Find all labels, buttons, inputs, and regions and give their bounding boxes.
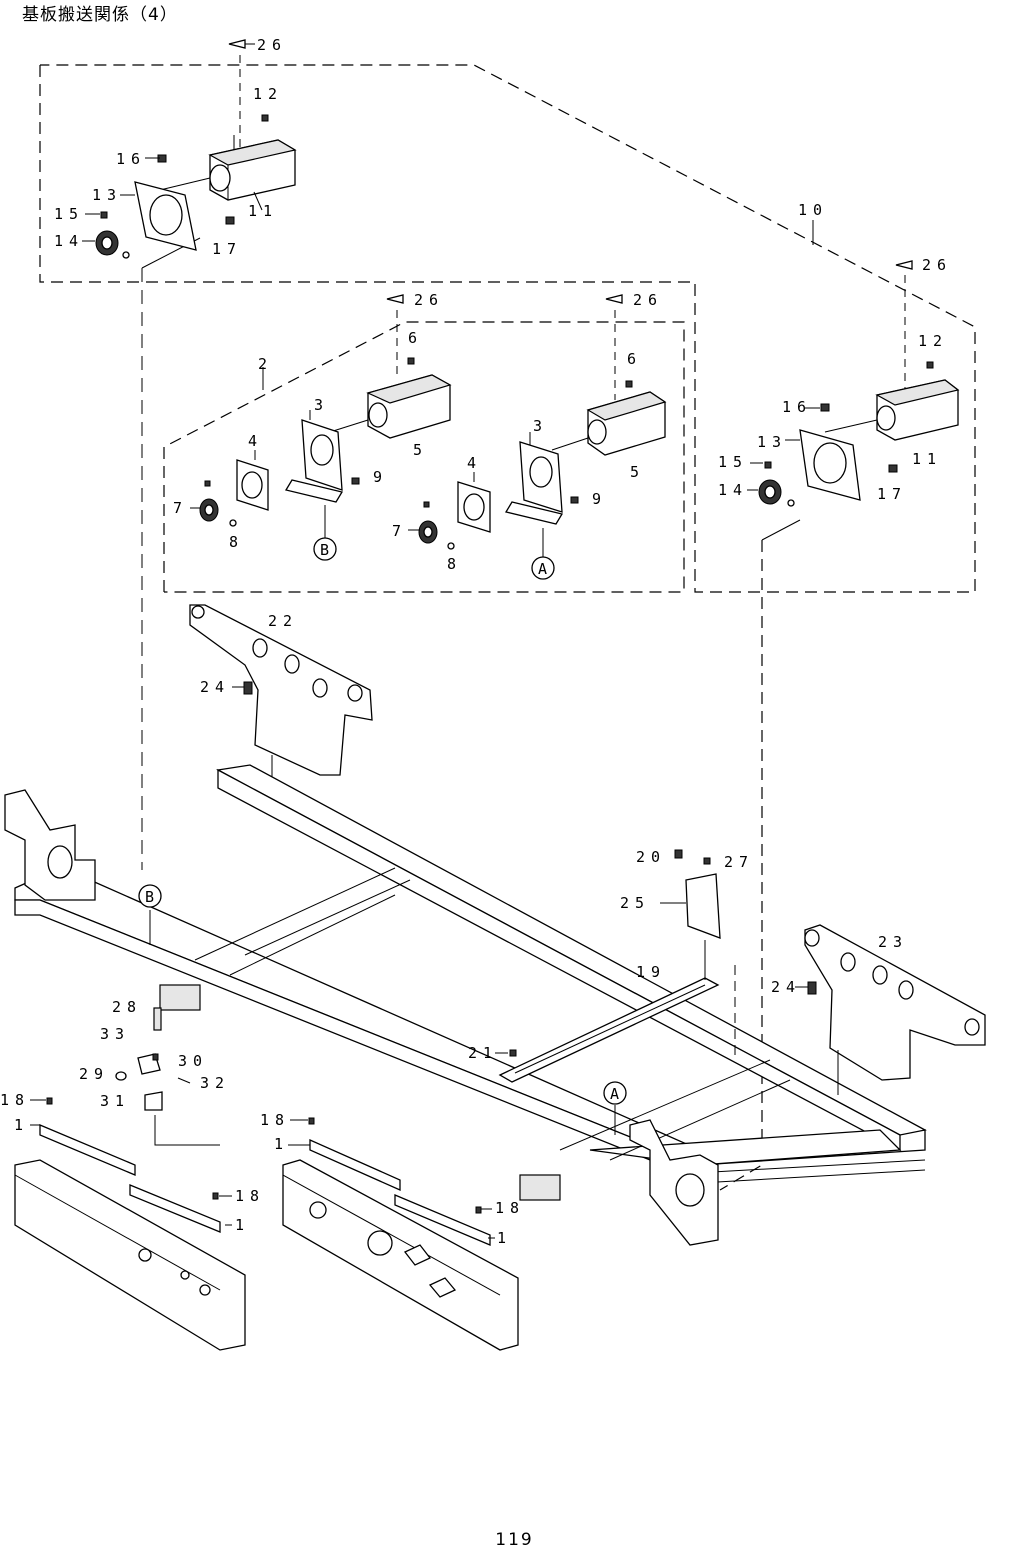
- callout-28: 28: [112, 998, 142, 1016]
- callout-13: 13: [757, 433, 787, 451]
- callout-14: 14: [718, 481, 748, 499]
- callout-17: 17: [212, 240, 242, 258]
- callout-22: 22: [268, 612, 298, 630]
- callout-2: 2: [258, 355, 273, 373]
- reference-mark-a-upper-label: A: [538, 560, 547, 578]
- callout-9: 9: [592, 490, 607, 508]
- callout-11: 11: [248, 202, 278, 220]
- callout-33: 33: [100, 1025, 130, 1043]
- callout-1: 1: [497, 1229, 512, 1247]
- main-frame: [5, 765, 925, 1245]
- callout-4: 4: [248, 432, 263, 450]
- callout-5: 5: [630, 463, 645, 481]
- callout-8: 8: [229, 533, 244, 551]
- callout-5: 5: [413, 441, 428, 459]
- bracket-22: [190, 605, 372, 795]
- callout-3: 3: [533, 417, 548, 435]
- callout-18: 18: [0, 1091, 30, 1109]
- callout-27: 27: [724, 853, 754, 871]
- callout-26: 26: [257, 36, 287, 54]
- callout-19: 19: [636, 963, 666, 981]
- callout-1: 1: [235, 1216, 250, 1234]
- callout-16: 16: [116, 150, 146, 168]
- callout-18: 18: [260, 1111, 290, 1129]
- callout-12: 12: [918, 332, 948, 350]
- callout-23: 23: [878, 933, 908, 951]
- callout-26: 26: [922, 256, 952, 274]
- callout-15: 15: [54, 205, 84, 223]
- callout-26: 26: [414, 291, 444, 309]
- motor-assembly-middle-right: [419, 381, 665, 549]
- callout-14: 14: [54, 232, 84, 250]
- callout-11: 11: [912, 450, 942, 468]
- callout-6: 6: [408, 329, 423, 347]
- callout-31: 31: [100, 1092, 130, 1110]
- callout-26: 26: [633, 291, 663, 309]
- callout-24: 24: [771, 978, 801, 996]
- callout-32: 32: [200, 1074, 230, 1092]
- reference-mark-b-lower-label: B: [145, 888, 154, 906]
- callout-7: 7: [173, 499, 188, 517]
- callout-12: 12: [253, 85, 283, 103]
- callout-18: 18: [495, 1199, 525, 1217]
- side-plate-left: [15, 1098, 245, 1350]
- callout-24: 24: [200, 678, 230, 696]
- callout-15: 15: [718, 453, 748, 471]
- callout-1: 1: [274, 1135, 289, 1153]
- callout-9: 9: [373, 468, 388, 486]
- callout-4: 4: [467, 454, 482, 472]
- reference-mark-a-lower-label: A: [610, 1085, 619, 1103]
- callout-7: 7: [392, 522, 407, 540]
- callout-3: 3: [314, 396, 329, 414]
- callout-18: 18: [235, 1187, 265, 1205]
- motor-assembly-upper: [96, 115, 295, 258]
- callout-8: 8: [447, 555, 462, 573]
- reference-mark-b-upper-label: B: [320, 541, 329, 559]
- callout-25: 25: [620, 894, 650, 912]
- side-plate-middle: [283, 1118, 518, 1350]
- page-number: 119: [0, 1530, 1029, 1550]
- callout-21: 21: [468, 1044, 498, 1062]
- callout-1: 1: [14, 1116, 29, 1134]
- callout-16: 16: [782, 398, 812, 416]
- callout-17: 17: [877, 485, 907, 503]
- callout-29: 29: [79, 1065, 109, 1083]
- callout-20: 20: [636, 848, 666, 866]
- callout-10: 10: [798, 201, 828, 219]
- callout-13: 13: [92, 186, 122, 204]
- callout-30: 30: [178, 1052, 208, 1070]
- callout-6: 6: [627, 350, 642, 368]
- motor-assembly-right: [759, 362, 958, 506]
